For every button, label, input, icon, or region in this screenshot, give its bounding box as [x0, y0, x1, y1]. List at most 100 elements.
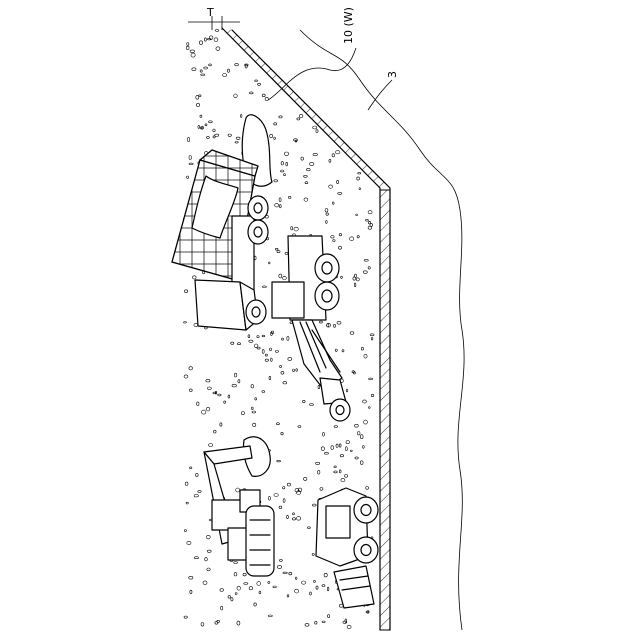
speckle [268, 615, 272, 617]
speckle [368, 407, 370, 409]
speckle [321, 447, 324, 451]
speckle [194, 557, 198, 559]
speckle [274, 494, 278, 497]
speckle [205, 124, 207, 126]
speckle [254, 344, 258, 348]
speckle [363, 400, 367, 403]
speckle [234, 94, 238, 98]
speckle [234, 373, 236, 377]
speckle [281, 162, 283, 165]
speckle [215, 622, 218, 625]
speckle [304, 175, 308, 177]
speckle [298, 426, 301, 428]
speckle [268, 581, 270, 583]
speckle [328, 615, 330, 618]
speckle [359, 188, 361, 190]
speckle [275, 248, 278, 250]
speckle [283, 499, 285, 503]
speckle [189, 367, 193, 370]
speckle [279, 205, 281, 208]
speckle [237, 586, 240, 590]
speckle [304, 198, 308, 201]
speckle [325, 209, 328, 213]
speckle [313, 126, 317, 129]
speckle [310, 592, 312, 595]
speckle [360, 435, 363, 439]
speckle [357, 177, 360, 180]
speckle [350, 332, 354, 335]
speckle [207, 550, 211, 552]
speckle [342, 350, 344, 352]
speckle [249, 587, 253, 590]
speckle [206, 379, 210, 382]
speckle [305, 624, 309, 627]
ground-layer-label: 10 (W) [342, 7, 355, 44]
speckle [243, 573, 246, 576]
speckle [320, 488, 323, 491]
speckle [231, 598, 233, 601]
speckle [354, 283, 356, 287]
speckle [288, 358, 292, 361]
speckle [286, 162, 288, 166]
speckle [253, 423, 256, 426]
speckle [195, 473, 198, 476]
speckle [192, 68, 196, 71]
speckle [184, 322, 187, 324]
speckle [235, 593, 237, 595]
speckle [200, 115, 202, 117]
speckle [241, 412, 244, 415]
speckle [216, 47, 220, 51]
speckle [283, 572, 287, 574]
speckle [265, 97, 268, 100]
speckle [371, 337, 373, 340]
speckle [279, 198, 281, 202]
speckle [194, 323, 198, 326]
speckle [368, 267, 370, 270]
speckle [299, 114, 303, 117]
speckle [364, 354, 367, 358]
speckle [186, 46, 189, 49]
speckle [364, 260, 368, 262]
speckle [265, 354, 267, 356]
speckle [366, 487, 369, 490]
speckle [283, 276, 287, 279]
speckle [271, 358, 273, 361]
speckle [185, 290, 188, 293]
speckle [283, 487, 285, 489]
speckle [332, 154, 335, 157]
speckle [303, 400, 306, 402]
speckle [198, 125, 200, 128]
speckle [293, 513, 295, 515]
wheel-loader [316, 488, 378, 608]
speckle [326, 221, 328, 224]
speckle [339, 444, 341, 447]
speckle [245, 65, 247, 69]
speckle [187, 43, 189, 46]
speckle [323, 432, 325, 436]
speckle [333, 324, 335, 327]
thickness-dimension: T [188, 6, 240, 30]
speckle [199, 95, 201, 97]
speckle [282, 338, 284, 340]
speckle [339, 234, 342, 236]
speckle [237, 343, 240, 345]
speckle [293, 369, 295, 372]
speckle [228, 134, 231, 136]
speckle [194, 495, 198, 497]
speckle [262, 94, 265, 97]
speckle [341, 276, 343, 278]
speckle [240, 114, 242, 117]
speckle [327, 587, 329, 591]
speckle [363, 446, 365, 449]
speckle [199, 41, 202, 45]
speckle [297, 517, 301, 521]
speckle [270, 134, 273, 137]
speckle [258, 83, 261, 85]
speckle [346, 441, 349, 444]
speckle [335, 349, 337, 351]
speckle [227, 69, 229, 72]
speckle [281, 432, 283, 435]
speckle [364, 420, 368, 424]
speckle [345, 619, 347, 623]
speckle [275, 204, 279, 207]
